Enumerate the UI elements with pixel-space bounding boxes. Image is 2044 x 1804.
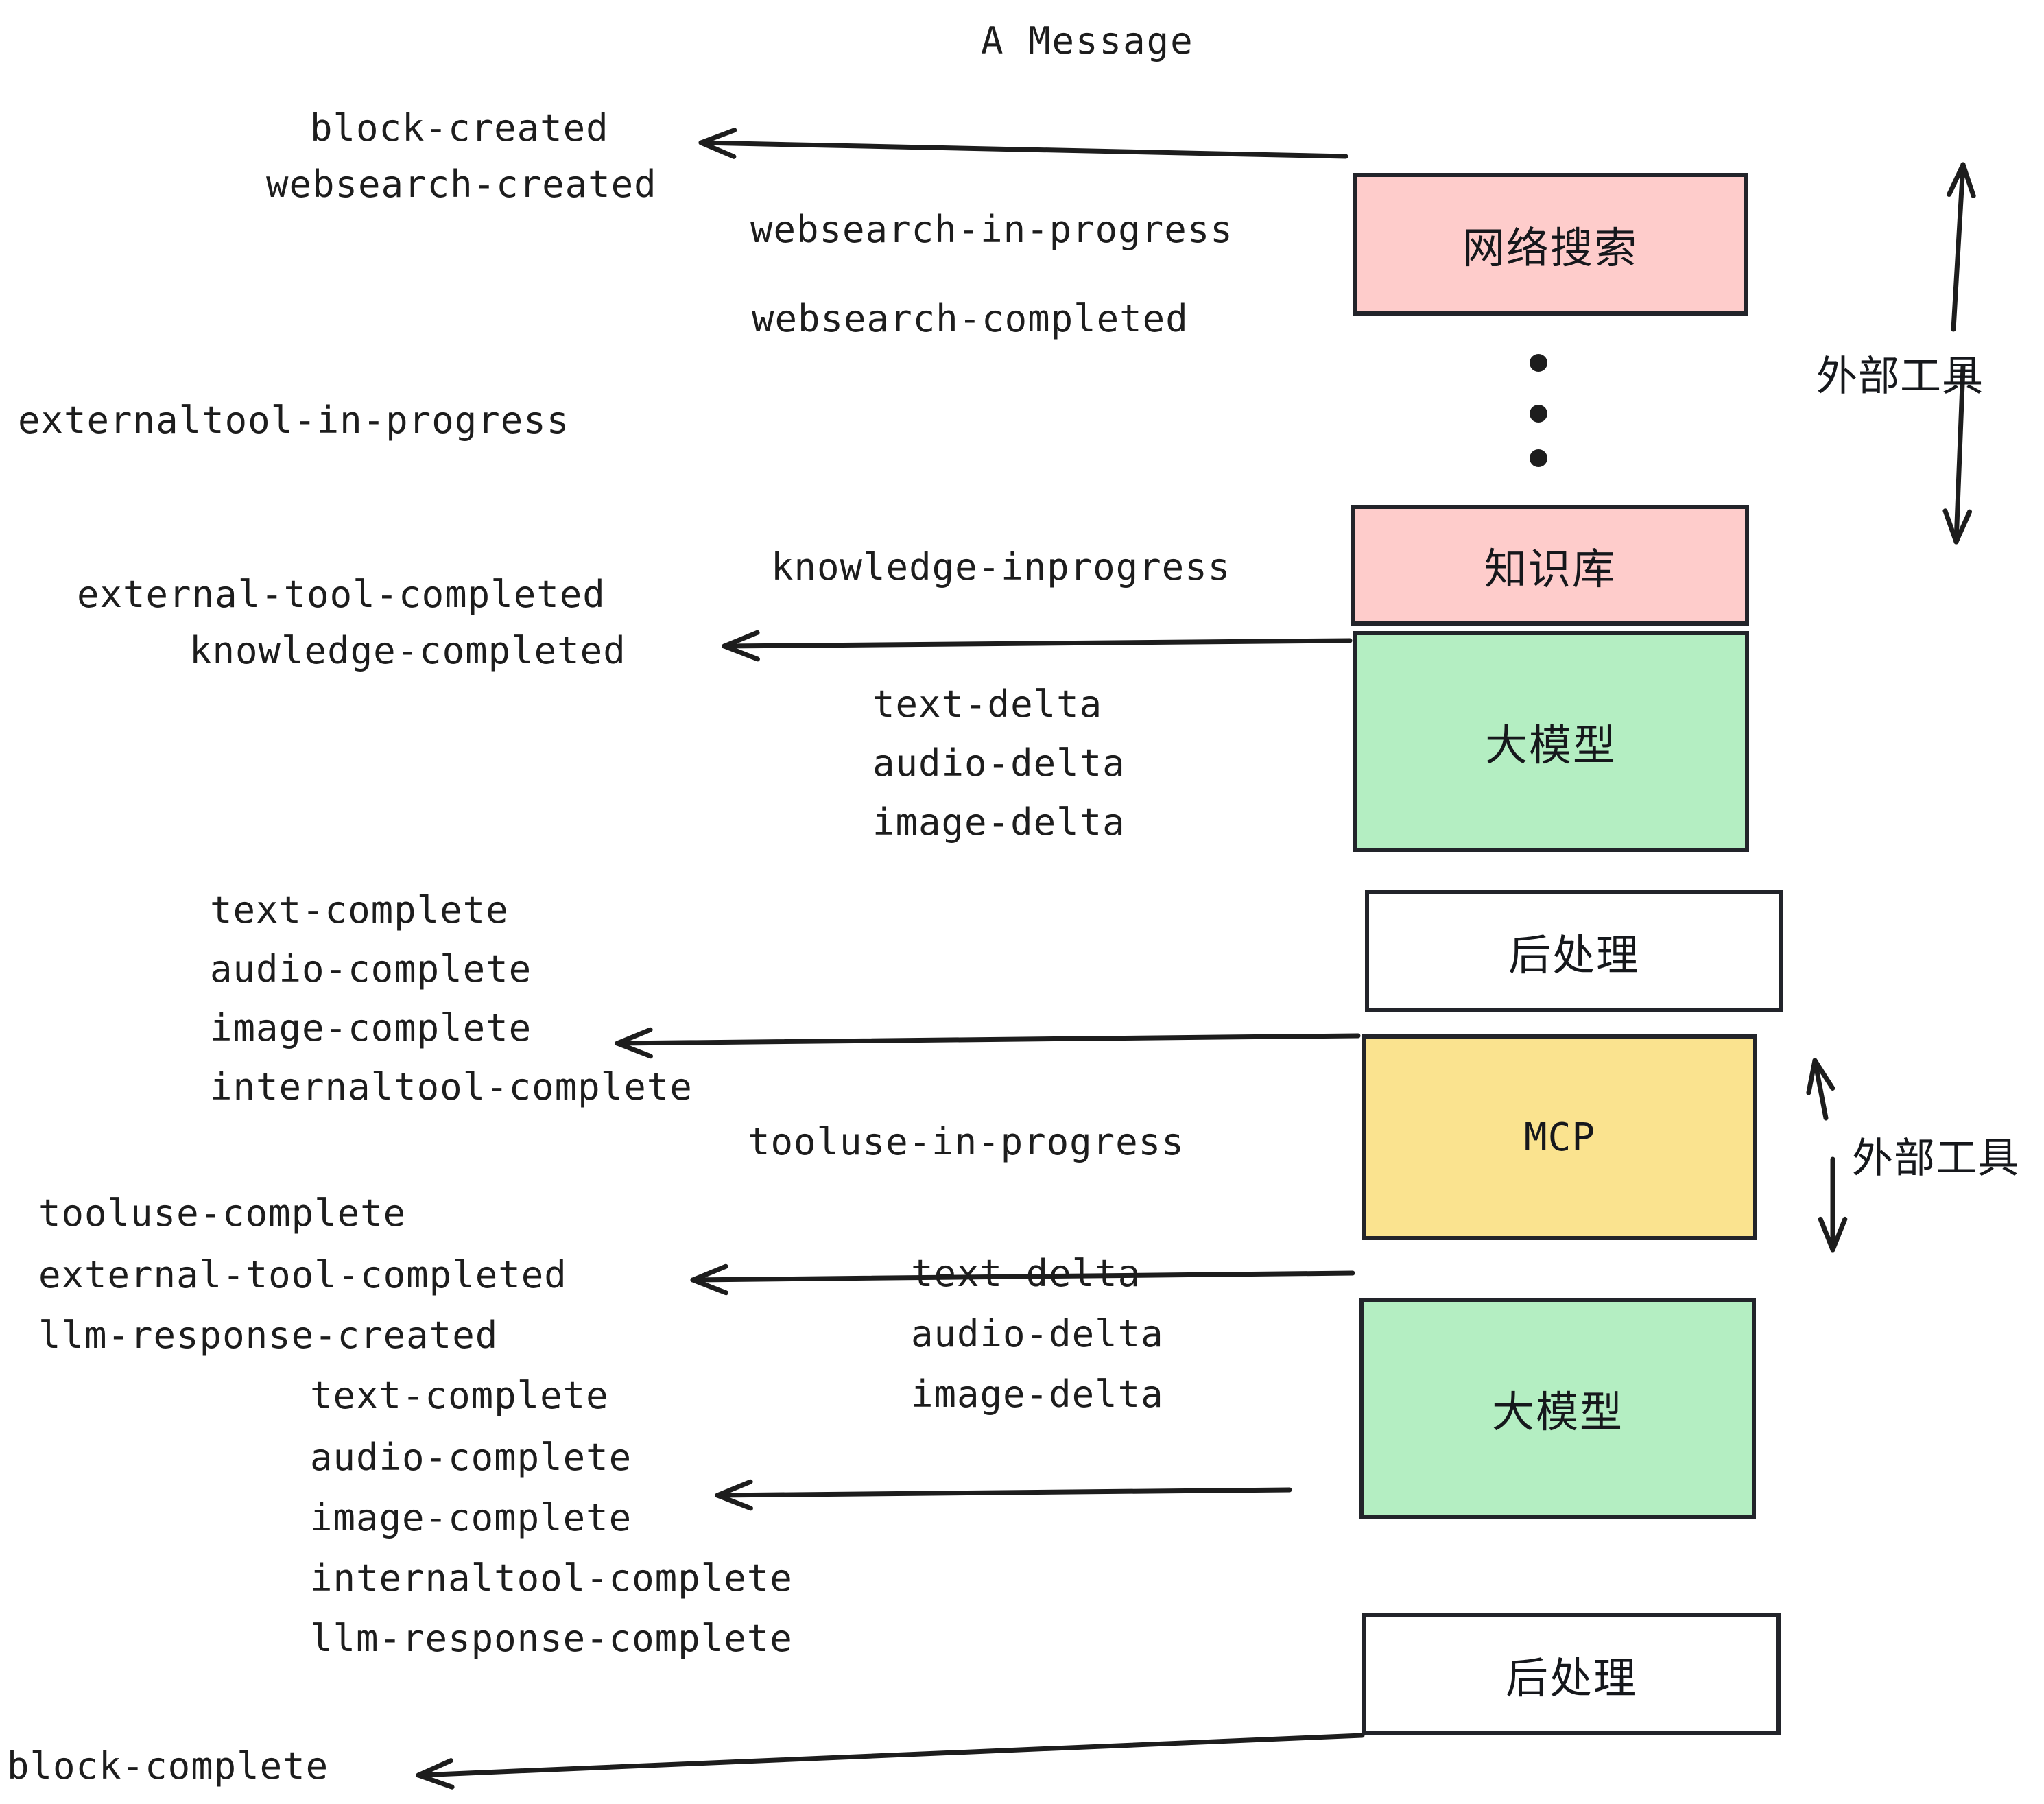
side-arrow-external-tool-up-top-head <box>1947 162 1976 199</box>
side-arrow-external-tool-up-bottom-head <box>1806 1058 1835 1095</box>
event-label-externaltool-in-progress: externaltool-in-progress <box>18 399 570 442</box>
ellipsis-dot-icon <box>1530 354 1547 372</box>
event-label-websearch-created: websearch-created <box>266 163 657 206</box>
event-label-audio-complete-1: audio-complete <box>210 947 532 990</box>
event-label-text-complete-1: text-complete <box>210 888 509 931</box>
page-title: A Message <box>981 19 1194 62</box>
flow-arrow-arrow-image-complete-head <box>615 1027 653 1059</box>
node-mcp: MCP <box>1362 1034 1757 1240</box>
event-label-block-complete: block-complete <box>7 1744 329 1788</box>
event-label-external-tool-completed-1: external-tool-completed <box>77 573 606 616</box>
event-label-audio-delta-1: audio-delta <box>872 741 1126 785</box>
event-label-internaltool-complete-2: internaltool-complete <box>310 1556 793 1600</box>
node-label: 大模型 <box>1491 1387 1624 1437</box>
node-label: MCP <box>1523 1115 1596 1160</box>
node-label: 知识库 <box>1484 544 1616 594</box>
node-knowledge: 知识库 <box>1351 505 1749 626</box>
side-arrow-external-tool-up-bottom <box>1806 1058 1835 1121</box>
flow-arrow-arrow-tooluse-complete-head <box>690 1263 728 1296</box>
flow-arrow-arrow-audio-complete <box>715 1479 1292 1511</box>
flow-arrow-arrow-block-complete <box>416 1733 1365 1790</box>
side-arrow-external-tool-up-top <box>1947 162 1976 332</box>
event-label-text-delta-1: text-delta <box>872 683 1103 726</box>
event-label-image-delta-2: image-delta <box>911 1373 1164 1416</box>
event-label-internaltool-complete-1: internaltool-complete <box>210 1065 693 1108</box>
flow-arrow-arrow-knowledge-done <box>722 630 1353 662</box>
event-label-llm-response-complete: llm-response-complete <box>310 1617 793 1660</box>
event-label-block-created: block-created <box>310 106 609 150</box>
flow-arrow-arrow-audio-complete-head <box>715 1479 753 1511</box>
node-websearch: 网络搜索 <box>1353 173 1748 316</box>
event-label-image-complete-1: image-complete <box>210 1006 532 1049</box>
node-label: 后处理 <box>1508 930 1640 980</box>
event-label-audio-complete-2: audio-complete <box>310 1436 632 1479</box>
side-arrow-external-tool-down-top-head <box>1942 508 1973 545</box>
event-label-external-tool-completed-2: external-tool-completed <box>38 1253 567 1296</box>
event-label-llm-response-created: llm-response-created <box>38 1314 499 1357</box>
event-label-image-complete-2: image-complete <box>310 1496 632 1539</box>
node-label: 后处理 <box>1505 1653 1637 1703</box>
flow-arrow-arrow-block-created-head <box>698 128 737 159</box>
event-label-text-complete-2: text-complete <box>310 1374 609 1417</box>
flow-arrow-arrow-block-complete-head <box>416 1758 455 1790</box>
side-label-external-tool-top: 外部工具 <box>1816 353 1984 401</box>
event-label-knowledge-completed: knowledge-completed <box>189 629 626 672</box>
event-label-knowledge-inprogress: knowledge-inprogress <box>771 545 1231 589</box>
node-llm2: 大模型 <box>1359 1298 1756 1519</box>
node-post2: 后处理 <box>1362 1613 1781 1735</box>
event-label-websearch-completed: websearch-completed <box>752 297 1189 340</box>
event-label-tooluse-complete: tooluse-complete <box>38 1191 407 1235</box>
flow-arrow-arrow-block-created <box>698 128 1348 159</box>
flow-arrow-arrow-knowledge-done-head <box>722 630 760 662</box>
ellipsis-dot-icon <box>1530 449 1547 467</box>
side-label-external-tool-bottom: 外部工具 <box>1852 1135 2019 1183</box>
node-llm1: 大模型 <box>1353 631 1749 852</box>
event-label-websearch-in-progress: websearch-in-progress <box>750 208 1233 251</box>
event-label-image-delta-1: image-delta <box>872 800 1126 844</box>
ellipsis-dot-icon <box>1530 405 1547 423</box>
node-post1: 后处理 <box>1365 890 1783 1012</box>
side-arrow-external-tool-down-bottom-head <box>1818 1216 1848 1253</box>
event-label-text-delta-2: text-delta <box>911 1252 1141 1295</box>
event-label-tooluse-in-progress: tooluse-in-progress <box>748 1120 1185 1163</box>
flow-arrow-arrow-image-complete <box>615 1027 1361 1059</box>
node-label: 大模型 <box>1484 720 1617 770</box>
node-label: 网络搜索 <box>1462 223 1638 273</box>
side-arrow-external-tool-down-bottom <box>1818 1156 1848 1253</box>
event-label-audio-delta-2: audio-delta <box>911 1312 1164 1355</box>
